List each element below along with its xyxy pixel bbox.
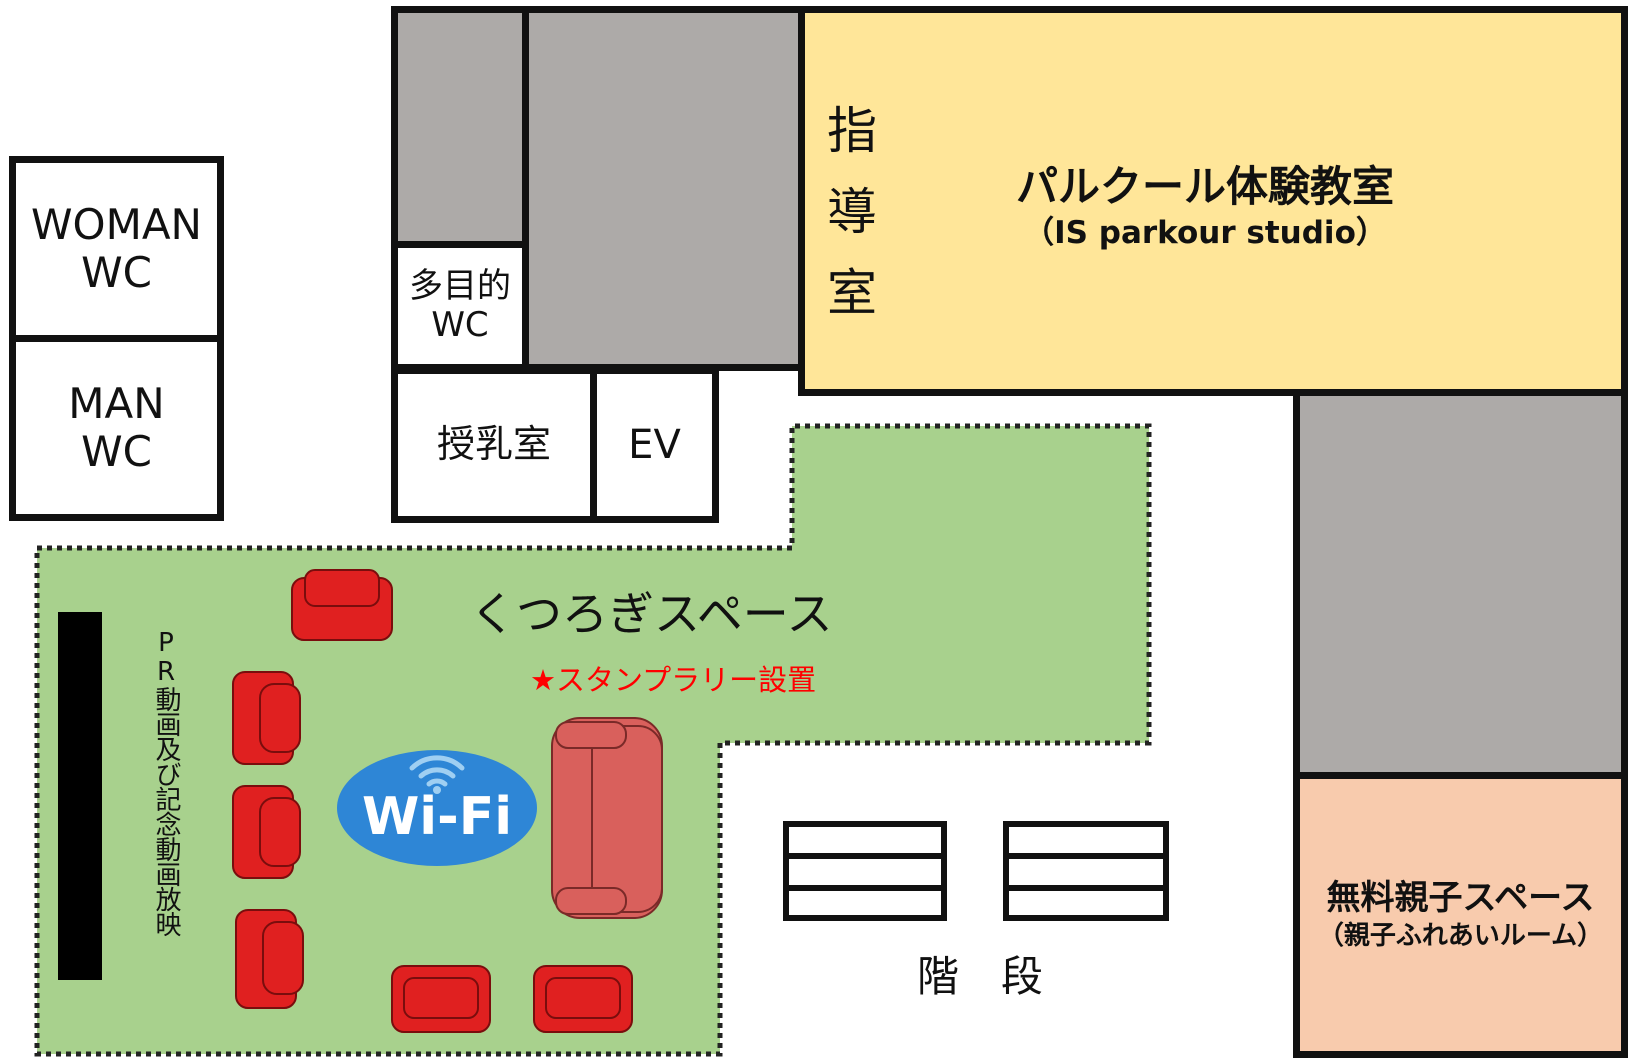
- stairs-left: [783, 821, 947, 921]
- wifi-text: Wi-Fi: [362, 787, 512, 847]
- armchair-left-1: [232, 671, 301, 765]
- parkour-room: 指 導 室 パルクール体験教室 （IS parkour studio）: [798, 6, 1628, 396]
- lounge-title: くつろぎスペース: [470, 587, 833, 641]
- woman-wc: WOMAN WC: [9, 156, 224, 342]
- multipurpose-wc-label: 多目的 WC: [409, 265, 511, 345]
- stairs-label: 階 段: [916, 952, 1043, 1001]
- multipurpose-wc: 多目的 WC: [391, 241, 529, 371]
- armchair-bottom-1: [391, 965, 491, 1033]
- woman-wc-label: WOMAN WC: [31, 199, 202, 297]
- family-space-title: 無料親子スペース: [1326, 877, 1595, 918]
- armchair-top: [291, 569, 393, 641]
- armchair-left-2: [232, 785, 301, 879]
- nursing-room-label: 授乳室: [436, 422, 551, 467]
- parkour-title: パルクール体験教室: [1015, 162, 1394, 211]
- instructor-room-label: 指 導 室: [827, 102, 877, 322]
- elevator: EV: [590, 367, 719, 523]
- man-wc: MAN WC: [9, 335, 224, 521]
- wifi-badge: [337, 750, 537, 866]
- gray-room-top-left: [391, 6, 529, 248]
- family-space-subtitle: （親子ふれあいルーム）: [1317, 920, 1604, 951]
- wifi-icon: [409, 755, 465, 787]
- screen-label: PR動画及び記念動画放映: [151, 628, 181, 936]
- parkour-subtitle: （IS parkour studio）: [1023, 215, 1387, 251]
- stairs-right: [1003, 821, 1169, 921]
- armchair-bottom-2: [533, 965, 633, 1033]
- gray-room-top-center: [522, 6, 805, 371]
- stamp-rally-note: ★スタンプラリー設置: [530, 663, 817, 697]
- sofa: [551, 717, 663, 919]
- gray-room-right: [1293, 389, 1628, 779]
- nursing-room: 授乳室: [391, 367, 597, 523]
- man-wc-label: MAN WC: [68, 378, 165, 476]
- elevator-label: EV: [628, 422, 681, 468]
- video-screen: [58, 612, 102, 980]
- family-space: 無料親子スペース （親子ふれあいルーム）: [1293, 772, 1628, 1058]
- armchair-left-3: [235, 909, 304, 1009]
